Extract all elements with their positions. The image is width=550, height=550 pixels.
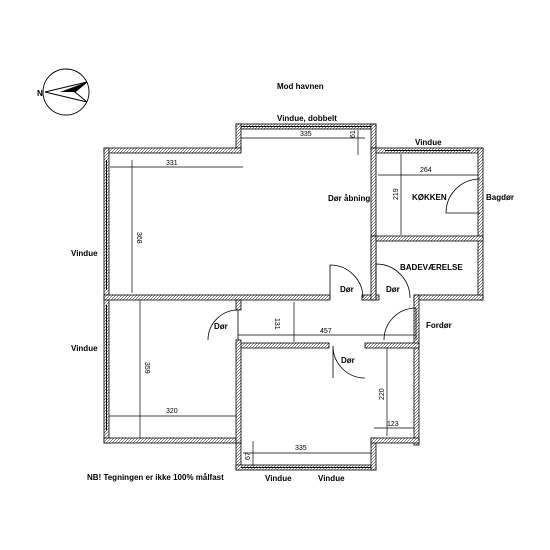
- dimension-lines: [109, 130, 478, 466]
- dim-top-small: 61: [350, 130, 357, 138]
- dim-living-width: 331: [166, 160, 178, 167]
- door-living-label: Dør: [340, 285, 354, 294]
- dim-left-room-width: 320: [166, 408, 178, 415]
- dim-hall-width: 457: [320, 328, 332, 335]
- window-top-right-label: Vindue: [415, 138, 442, 147]
- dim-hall-height: 131: [273, 318, 280, 330]
- dim-living-height: 368: [135, 232, 142, 244]
- window-bottom-right-label: Vindue: [318, 474, 345, 483]
- note-label: NB! Tegningen er ikke 100% målfast: [87, 473, 224, 482]
- compass-icon: N: [37, 68, 90, 116]
- window-left-upper-label: Vindue: [71, 249, 98, 258]
- door-opening-label: Dør åbning: [328, 194, 370, 203]
- dim-kitchen-width: 264: [420, 167, 432, 174]
- back-door-label: Bagdør: [486, 193, 514, 202]
- dim-bottom-room-height: 220: [379, 388, 386, 400]
- room-label-bathroom: BADEVÆRELSE: [400, 263, 463, 272]
- dim-top-width: 335: [300, 131, 312, 138]
- windows: [106, 126, 470, 468]
- dim-kitchen-height: 219: [393, 188, 400, 200]
- dim-bottom-small-width: 123: [387, 421, 399, 428]
- window-top-double-label: Vindue, dobbelt: [277, 114, 337, 123]
- front-door-label: Fordør: [426, 321, 452, 330]
- compass-north-letter: N: [37, 89, 43, 98]
- harbour-direction-label: Mod havnen: [277, 82, 324, 91]
- dim-bottom-width: 335: [295, 445, 307, 452]
- window-left-lower-label: Vindue: [71, 344, 98, 353]
- dim-bottom-small: 67: [245, 452, 252, 460]
- door-bath-label: Dør: [386, 285, 400, 294]
- room-label-kitchen: KØKKEN: [412, 193, 447, 202]
- window-bottom-left-label: Vindue: [265, 474, 292, 483]
- dim-left-room-height: 359: [143, 362, 150, 374]
- door-left-room-label: Dør: [214, 322, 228, 331]
- door-bottom-room-label: Dør: [341, 356, 355, 365]
